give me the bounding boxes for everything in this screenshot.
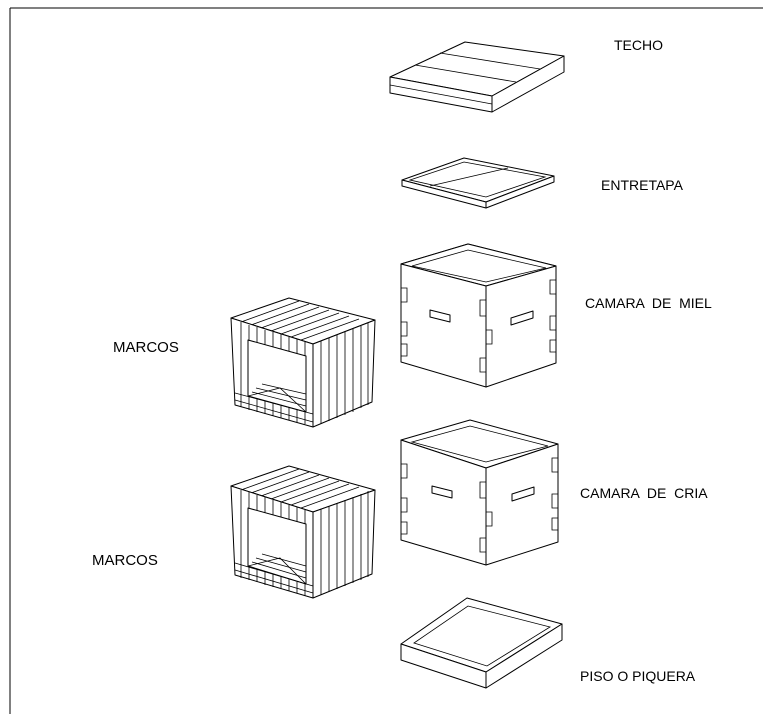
marcos-bottom-part: [230, 465, 376, 599]
label-marcos-bottom: MARCOS: [92, 552, 158, 569]
piso-part: [400, 597, 563, 689]
camara-cria-part: [400, 419, 559, 566]
label-camara-cria: CAMARA DE CRIA: [580, 485, 708, 501]
drawing-border: [9, 7, 763, 714]
label-entretapa: ENTRETAPA: [601, 177, 684, 193]
techo-part: [389, 41, 565, 113]
camara-miel-part: [400, 243, 557, 388]
marcos-top-part: [230, 297, 376, 428]
label-marcos-top: MARCOS: [113, 339, 179, 356]
entretapa-part: [401, 157, 555, 209]
label-piso: PISO O PIQUERA: [580, 668, 696, 684]
label-techo: TECHO: [614, 37, 663, 53]
label-camara-miel: CAMARA DE MIEL: [585, 295, 712, 311]
